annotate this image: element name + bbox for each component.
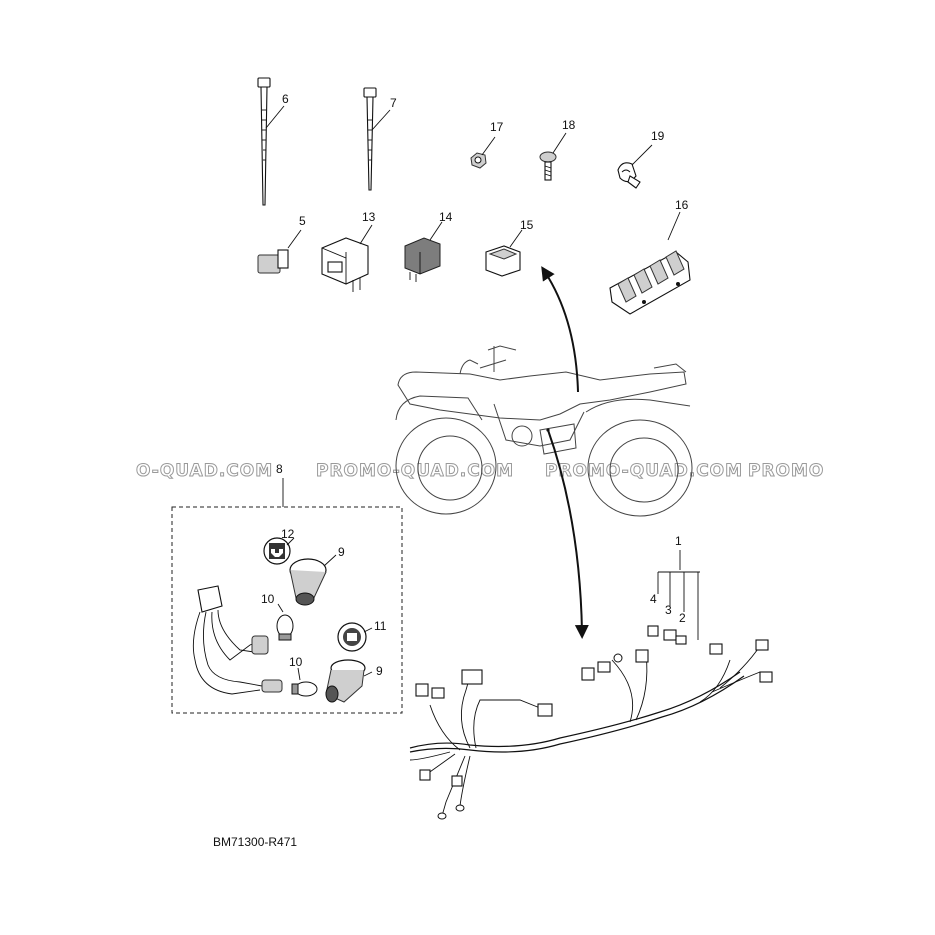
screw-18 bbox=[539, 132, 567, 181]
callout-6: 6 bbox=[282, 92, 289, 106]
callout-14: 14 bbox=[439, 210, 453, 224]
callout-11: 11 bbox=[374, 619, 387, 633]
bulb-symbol-11 bbox=[337, 622, 373, 652]
lamp-assembly-8 bbox=[171, 478, 403, 714]
reference-code: BM71300-R471 bbox=[213, 835, 298, 849]
lamp-wiring bbox=[192, 585, 283, 695]
callout-3: 3 bbox=[665, 603, 672, 617]
relay-13 bbox=[321, 224, 373, 292]
callout-10-lower: 10 bbox=[289, 655, 303, 669]
bulb-10-lower bbox=[291, 667, 318, 697]
callout-12: 12 bbox=[281, 527, 295, 541]
callout-18: 18 bbox=[562, 118, 576, 132]
callout-7: 7 bbox=[390, 96, 397, 110]
bulb-10-upper bbox=[276, 603, 294, 641]
cable-tie-6 bbox=[257, 77, 285, 206]
callout-15: 15 bbox=[520, 218, 534, 232]
relay-14 bbox=[404, 221, 443, 282]
location-arrow bbox=[541, 266, 589, 639]
watermark-mid: PROMO-QUAD.COM bbox=[545, 461, 743, 481]
callout-13: 13 bbox=[362, 210, 376, 224]
callout-10-upper: 10 bbox=[261, 592, 275, 606]
callout-labels: 1 2 3 4 5 6 7 8 9 9 10 10 11 12 13 14 15… bbox=[261, 92, 689, 678]
socket-9-lower bbox=[325, 659, 373, 703]
callout-5: 5 bbox=[299, 214, 306, 228]
clamp-19 bbox=[617, 144, 653, 189]
watermark-band: O-QUAD.COM PROMO-QUAD.COM PROMO-QUAD.COM… bbox=[136, 461, 824, 482]
callout-19: 19 bbox=[651, 129, 665, 143]
watermark-left: O-QUAD.COM bbox=[136, 461, 273, 481]
watermark-right: PROMO bbox=[748, 461, 824, 481]
watermark-center: PROMO-QUAD.COM bbox=[316, 461, 514, 481]
callout-8: 8 bbox=[276, 462, 283, 476]
callout-9-lower: 9 bbox=[376, 664, 383, 678]
coupler-5 bbox=[257, 229, 302, 274]
callout-1: 1 bbox=[675, 534, 682, 548]
fuse-box-16 bbox=[609, 211, 691, 315]
callout-9-upper: 9 bbox=[338, 545, 345, 559]
callout-2: 2 bbox=[679, 611, 686, 625]
callout-4: 4 bbox=[650, 592, 657, 606]
callout-16: 16 bbox=[675, 198, 689, 212]
socket-9-upper bbox=[289, 554, 337, 606]
cover-15 bbox=[485, 229, 523, 277]
callout-17: 17 bbox=[490, 120, 504, 134]
cable-tie-7 bbox=[363, 87, 391, 191]
wire-harness-1 bbox=[409, 550, 773, 820]
bulb-symbol-12 bbox=[263, 537, 295, 565]
nut-17 bbox=[470, 136, 496, 169]
atv-outline bbox=[395, 345, 693, 517]
